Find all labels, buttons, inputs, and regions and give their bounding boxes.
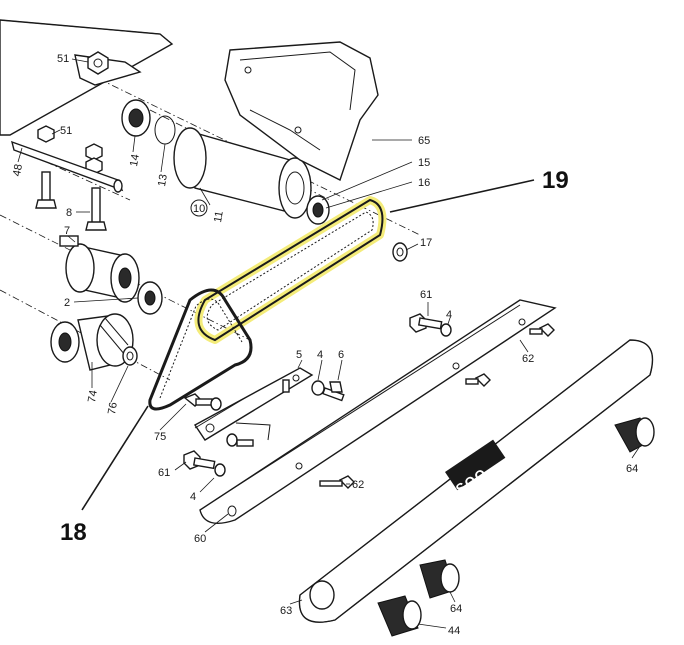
callout-64-right: 64 <box>626 463 638 475</box>
label-19: 19 <box>542 167 569 194</box>
bearing-2 <box>137 281 163 315</box>
washer-76 <box>122 346 138 366</box>
callout-62-lower: 62 <box>352 479 364 491</box>
knob-64-lower <box>419 559 460 599</box>
belt-19 <box>197 198 384 342</box>
callout-14: 14 <box>128 153 142 167</box>
pulley-74 <box>50 313 134 371</box>
callout-62-upper: 62 <box>522 353 534 365</box>
highlight-pointers <box>81 179 535 511</box>
callout-10-circle <box>190 199 208 217</box>
bolt-pair <box>35 171 107 231</box>
callout-51-top: 51 <box>57 53 69 65</box>
callout-51-mid: 51 <box>60 125 72 137</box>
belt-18 <box>148 288 253 411</box>
bearing-14 <box>121 99 151 137</box>
tension-rod <box>11 140 124 193</box>
bolt-62-mid <box>465 373 491 387</box>
callout-10: 10 <box>193 203 205 215</box>
bearing-15-16 <box>306 195 330 225</box>
snap-ring-13 <box>154 115 176 145</box>
callout-15: 15 <box>418 157 430 169</box>
drive-drum <box>173 127 312 219</box>
callout-2: 2 <box>64 297 70 309</box>
callout-75: 75 <box>154 431 166 443</box>
mounting-bracket <box>37 51 142 175</box>
callout-labels: 51 51 48 14 13 10 11 65 15 16 8 7 17 2 6… <box>11 53 638 637</box>
callout-13: 13 <box>156 173 170 187</box>
callout-64-lower: 64 <box>450 603 462 615</box>
callout-4-mid: 4 <box>317 349 323 361</box>
belt-19-highlight <box>194 196 387 344</box>
callout-5: 5 <box>296 349 302 361</box>
callout-44: 44 <box>448 625 460 637</box>
knob-64-right <box>614 417 655 453</box>
bolt-62-lower <box>319 475 355 489</box>
callout-65: 65 <box>418 135 430 147</box>
callout-48: 48 <box>11 163 25 177</box>
brand-plate <box>445 439 506 491</box>
pulley-7 <box>59 235 140 303</box>
ribbed-cover-63: LSOO <box>298 339 654 623</box>
bolt-62-upper <box>529 323 555 337</box>
side-frame-60 <box>194 299 557 524</box>
bolt-61-lower <box>183 450 226 477</box>
callout-76: 76 <box>106 401 120 415</box>
callout-74: 74 <box>86 389 100 403</box>
bolt-61-upper <box>409 313 452 337</box>
label-18: 18 <box>60 519 87 546</box>
callout-8: 8 <box>66 207 72 219</box>
callout-60: 60 <box>194 533 206 545</box>
callout-63: 63 <box>280 605 292 617</box>
leader-lines <box>17 58 641 629</box>
callout-16: 16 <box>418 177 430 189</box>
callout-17: 17 <box>420 237 432 249</box>
callout-11: 11 <box>212 210 226 223</box>
washer-17 <box>392 242 408 262</box>
callout-7: 7 <box>64 225 70 237</box>
callout-4-lower: 4 <box>190 491 196 503</box>
belt-guard-housing <box>224 41 379 181</box>
callout-61-lower: 61 <box>158 467 170 479</box>
bolt-near-plate <box>183 393 254 447</box>
callout-4-upper: 4 <box>446 309 452 321</box>
callout-6: 6 <box>338 349 344 361</box>
hardware-5-4-6 <box>282 379 345 402</box>
knob-44 <box>377 595 422 637</box>
callout-61-upper: 61 <box>420 289 432 301</box>
